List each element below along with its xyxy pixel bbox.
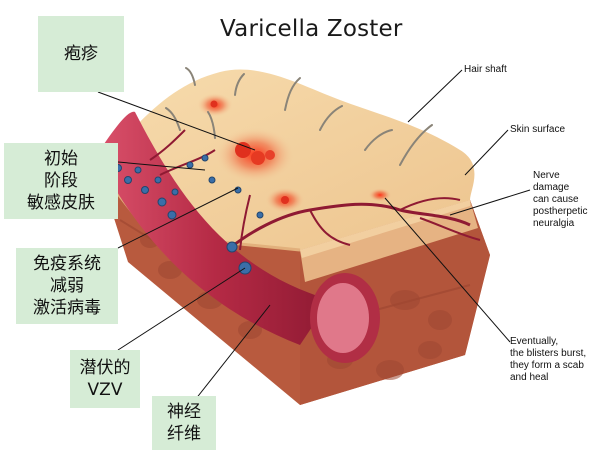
label-latent-vzv: 潜伏的 VZV [70, 350, 140, 408]
label-skin-surface: Skin surface [510, 124, 565, 136]
label-rash: 疱疹 [38, 16, 124, 92]
label-initial-stage: 初始 阶段 敏感皮肤 [4, 143, 118, 219]
label-immune-reduced: 免疫系统 减弱 激活病毒 [16, 248, 118, 324]
label-eventually: Eventually, the blisters burst, they for… [510, 336, 586, 384]
label-hair-shaft: Hair shaft [464, 64, 507, 76]
label-nerve-damage: Nerve damage can cause postherpetic neur… [533, 170, 587, 230]
diagram-title: Varicella Zoster [220, 16, 403, 42]
blister-faint-right [368, 188, 392, 202]
label-nerve-fiber: 神经 纤维 [152, 396, 216, 450]
